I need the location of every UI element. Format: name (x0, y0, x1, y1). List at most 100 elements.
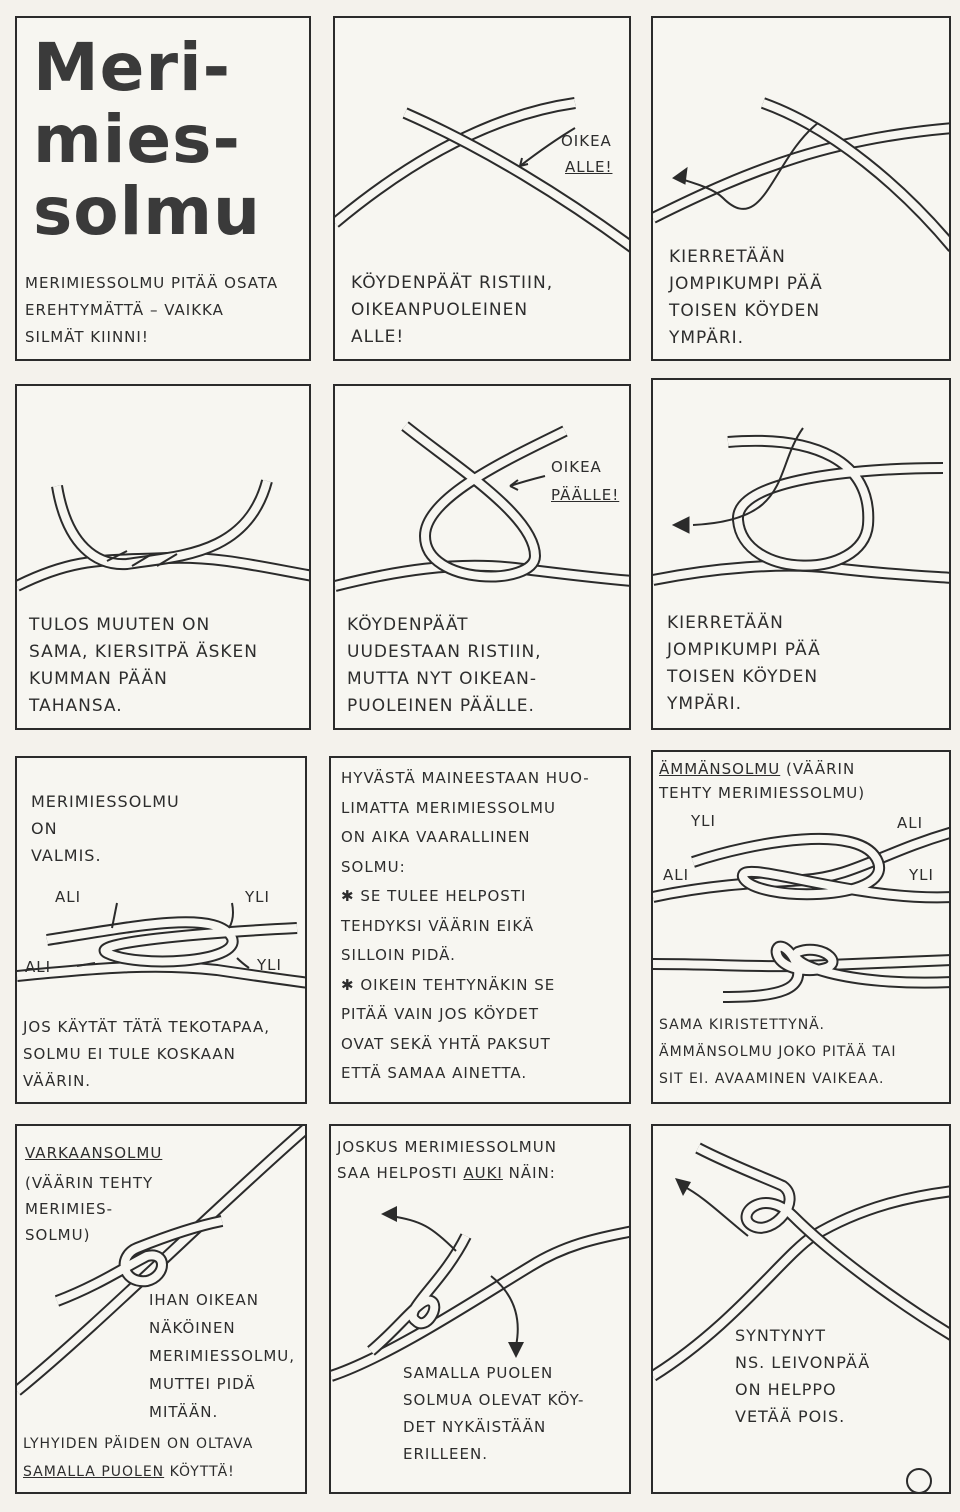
panel-finished: MERIMIESSOLMU ON VALMIS. ALI YLI ALI YLI… (15, 756, 307, 1104)
caption-line: JOMPIKUMPI PÄÄ (667, 640, 821, 660)
label-right: OIKEA (561, 132, 612, 150)
granny-heading: ÄMMÄNSOLMU (VÄÄRIN (659, 760, 855, 778)
caption-line: SAMALLA PUOLEN KÖYTTÄ! (23, 1464, 235, 1480)
recross-drawing (335, 421, 629, 592)
panel-3-caption: KIERRETÄÄN JOMPIKUMPI PÄÄ TOISEN KÖYDEN … (669, 244, 823, 352)
panel-5-caption: KÖYDENPÄÄT UUDESTAAN RISTIIN, MUTTA NYT … (347, 612, 542, 720)
caption-line: ✱ SE TULEE HELPOSTI (341, 887, 527, 905)
caption-line: KÖYDENPÄÄT (347, 615, 469, 635)
caption-line: VÄÄRIN. (23, 1072, 92, 1090)
caption-line: MUTTA NYT OIKEAN- (347, 669, 537, 689)
panel-4-caption: TULOS MUUTEN ON SAMA, KIERSITPÄ ÄSKEN KU… (29, 612, 258, 720)
label-ali: ALI (55, 888, 82, 906)
caption-line: VETÄÄ POIS. (735, 1407, 846, 1426)
caption-line: JOMPIKUMPI PÄÄ (669, 274, 823, 294)
panel-thief-knot: VARKAANSOLMU (VÄÄRIN TEHTY MERIMIES- SOL… (15, 1124, 307, 1494)
caption-line: EREHTYMÄTTÄ – VAIKKA (25, 301, 224, 319)
caption-tail: KÖYTTÄ! (164, 1464, 235, 1480)
caption-line: TAHANSA. (29, 696, 123, 716)
label-yli: YLI (245, 888, 270, 906)
caption-line: KUMMAN PÄÄN (29, 669, 168, 689)
caption-line: HYVÄSTÄ MAINEESTAAN HUO- (341, 769, 590, 787)
caption-line: ÄMMÄNSOLMU JOKO PITÄÄ TAI (659, 1044, 897, 1060)
panel-step-4: OIKEA PÄÄLLE! KÖYDENPÄÄT UUDESTAAN RISTI… (333, 384, 631, 730)
caption-line: VALMIS. (31, 846, 102, 865)
caption-line: SAMALLA PUOLEN (403, 1364, 554, 1382)
panel-granny-knot: ÄMMÄNSOLMU (VÄÄRIN TEHTY MERIMIESSOLMU) … (651, 750, 951, 1104)
caption-line: MERIMIESSOLMU PITÄÄ OSATA (25, 274, 279, 292)
caption-line: YMPÄRI. (669, 328, 745, 348)
panel-step-5: KIERRETÄÄN JOMPIKUMPI PÄÄ TOISEN KÖYDEN … (651, 378, 951, 730)
label-over: PÄÄLLE! (551, 486, 620, 504)
caption-line: MERIMIES- (25, 1200, 114, 1218)
caption-line: LYHYIDEN PÄIDEN ON OLTAVA (23, 1436, 254, 1452)
panel-step-3: TULOS MUUTEN ON SAMA, KIERSITPÄ ÄSKEN KU… (15, 384, 311, 730)
caption-line: SAMA KIRISTETTYNÄ. (659, 1017, 825, 1033)
title-line-3: solmu (33, 173, 262, 250)
caption-line: MERIMIESSOLMU (31, 792, 180, 811)
caption-line: ON HELPPO (735, 1380, 837, 1399)
caption-line: SYNTYNYT (735, 1326, 826, 1345)
panel-10-mid: IHAN OIKEAN NÄKÖINEN MERIMIESSOLMU, MUTT… (149, 1286, 295, 1426)
caption-line: SAA HELPOSTI AUKI NÄIN: (337, 1164, 556, 1182)
caption-line: UUDESTAAN RISTIIN, (347, 642, 542, 662)
untie-drawing (331, 1206, 629, 1382)
panel-2-caption: KÖYDENPÄÄT RISTIIN, OIKEANPUOLEINEN ALLE… (351, 270, 553, 351)
caption-line: DET NYKÄISTÄÄN (403, 1418, 547, 1436)
caption-line: JOSKUS MERIMIESSOLMUN (337, 1138, 557, 1156)
crossed-ropes-drawing (335, 97, 629, 253)
panel-7-bottom: JOS KÄYTÄT TÄTÄ TEKOTAPAA, SOLMU EI TULE… (23, 1014, 270, 1095)
panel-9-bottom: SAMA KIRISTETTYNÄ. ÄMMÄNSOLMU JOKO PITÄÄ… (659, 1012, 897, 1093)
caption-line: YMPÄRI. (667, 694, 743, 714)
caption-line: SAMA, KIERSITPÄ ÄSKEN (29, 642, 258, 662)
caption-line: IHAN OIKEAN (149, 1291, 259, 1309)
heading-paren: (VÄÄRIN (780, 760, 856, 778)
caption-line: SIT EI. AVAAMINEN VAIKEAA. (659, 1071, 885, 1087)
caption-line: ALLE! (351, 327, 405, 347)
page-title: Meri- mies- solmu (33, 32, 261, 248)
caption-line: SILLOIN PIDÄ. (341, 946, 456, 964)
caption-line: ERILLEEN. (403, 1445, 488, 1463)
label-under: ALLE! (565, 158, 613, 176)
label-right: OIKEA (551, 458, 602, 476)
caption-line: SOLMU EI TULE KOSKAAN (23, 1045, 236, 1063)
label-yli: YLI (909, 866, 934, 884)
caption-line: SOLMU) (25, 1226, 91, 1244)
caption-line: SOLMUA OLEVAT KÖY- (403, 1391, 585, 1409)
panel-12-caption: SYNTYNYT NS. LEIVONPÄÄ ON HELPPO VETÄÄ P… (735, 1322, 870, 1430)
panel-1-caption: MERIMIESSOLMU PITÄÄ OSATA EREHTYMÄTTÄ – … (25, 270, 278, 351)
caption-line: OVAT SEKÄ YHTÄ PAKSUT (341, 1034, 551, 1053)
finished-knot-drawing (17, 902, 305, 989)
caption-part: SAA HELPOSTI (337, 1164, 464, 1182)
caption-tail: NÄIN: (502, 1164, 556, 1182)
caption-underline: AUKI (463, 1164, 503, 1182)
heading-thief: VARKAANSOLMU (25, 1144, 163, 1162)
caption-line: NS. LEIVONPÄÄ (735, 1353, 871, 1372)
caption-line: LIMATTA MERIMIESSOLMU (341, 798, 556, 817)
panel-step-1: OIKEA ALLE! KÖYDENPÄÄT RISTIIN, OIKEANPU… (333, 16, 631, 361)
label-ali: ALI (897, 814, 924, 832)
caption-underline: SAMALLA PUOLEN (23, 1464, 165, 1480)
caption-line: KIERRETÄÄN (667, 613, 784, 633)
caption-line: PITÄÄ VAIN JOS KÖYDET (341, 1005, 540, 1023)
panel-untie: JOSKUS MERIMIESSOLMUN SAA HELPOSTI AUKI … (329, 1124, 631, 1494)
heading-subtitle: TEHTY MERIMIESSOLMU) (659, 784, 866, 802)
caption-line: SILMÄT KIINNI! (25, 328, 149, 346)
panel-6-caption: KIERRETÄÄN JOMPIKUMPI PÄÄ TOISEN KÖYDEN … (667, 610, 821, 718)
granny-knot-drawing (653, 826, 949, 1003)
lark-head-drawing (653, 1142, 949, 1492)
caption-line: TOISEN KÖYDEN (667, 667, 819, 687)
caption-line: KIERRETÄÄN (669, 247, 786, 267)
panel-11-bottom: SAMALLA PUOLEN SOLMUA OLEVAT KÖY- DET NY… (403, 1360, 584, 1468)
label-yli: YLI (257, 956, 282, 974)
caption-line: ✱ OIKEIN TEHTYNÄKIN SE (341, 975, 556, 994)
second-wrap-drawing (653, 427, 949, 586)
panel-lark-head: SYNTYNYT NS. LEIVONPÄÄ ON HELPPO VETÄÄ P… (651, 1124, 951, 1494)
caption-line: KÖYDENPÄÄT RISTIIN, (351, 273, 554, 293)
caption-line: TOISEN KÖYDEN (669, 301, 821, 321)
twisted-ropes-drawing (17, 479, 309, 592)
caption-line: ON (31, 819, 58, 838)
caption-line: ON AIKA VAARALLINEN (341, 828, 531, 846)
caption-line: SOLMU: (341, 857, 406, 876)
panel-step-2: KIERRETÄÄN JOMPIKUMPI PÄÄ TOISEN KÖYDEN … (651, 16, 951, 361)
